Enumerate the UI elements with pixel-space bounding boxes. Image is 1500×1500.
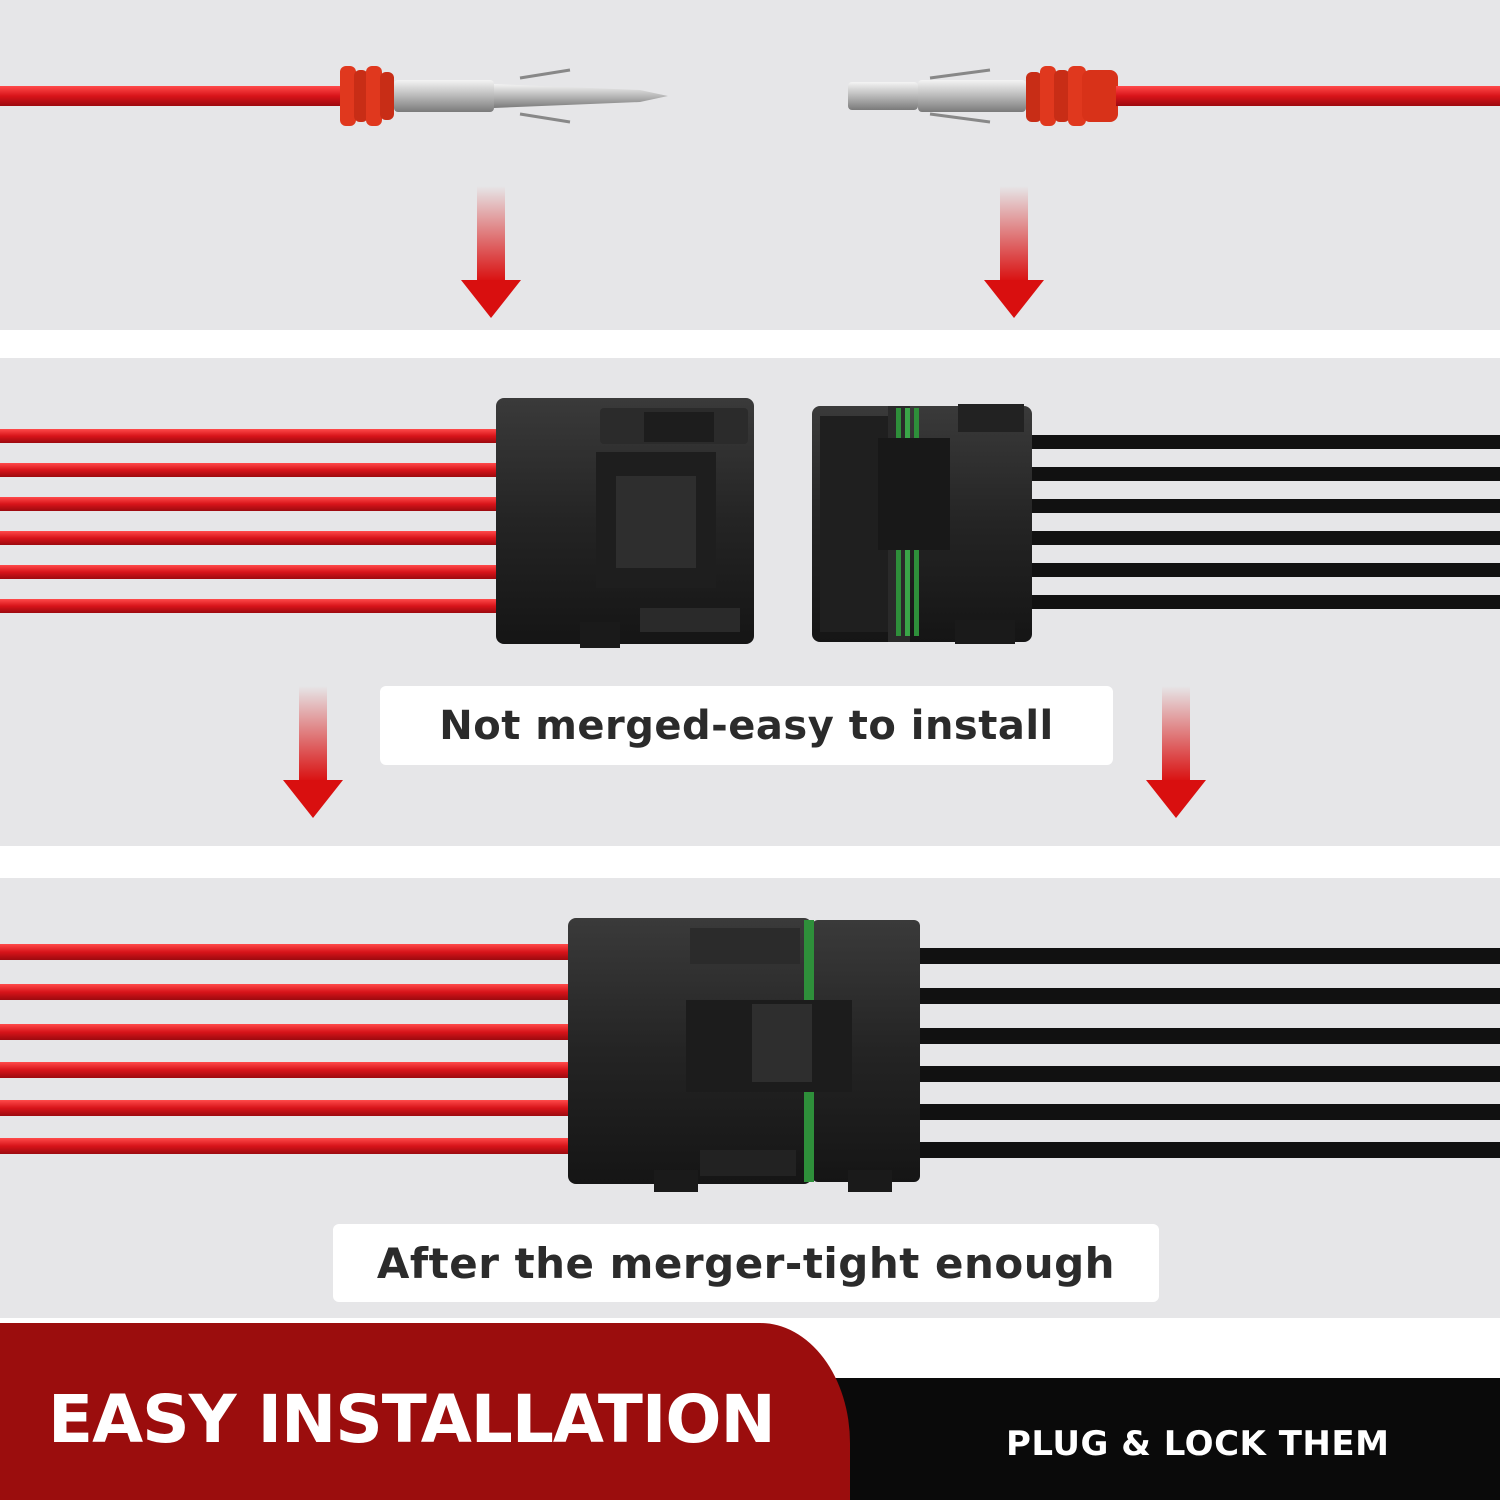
male-terminal [0,66,668,126]
metal-socket [848,68,1026,124]
down-arrow-icon [1146,686,1206,818]
red-wire [1116,86,1500,106]
red-wire-bundle [0,429,500,613]
male-connector-housing [496,398,754,648]
rubber-seal [1026,66,1118,126]
banner-red-tab: EASY INSTALLATION [0,1323,850,1500]
caption-not-merged: Not merged-easy to install [380,686,1113,765]
rubber-seal [340,66,394,126]
caption-merged: After the merger-tight enough [333,1224,1159,1302]
down-arrow-icon [283,686,343,818]
red-wire-bundle [0,944,576,1154]
red-wire [0,86,350,106]
banner-subtitle: PLUG & LOCK THEM [1006,1424,1390,1464]
female-connector-housing [812,404,1032,644]
caption-not-merged-text: Not merged-easy to install [439,702,1054,749]
terminal-panel [0,0,1500,330]
black-wire-bundle [1026,435,1500,609]
caption-merged-text: After the merger-tight enough [376,1238,1116,1288]
down-arrow-icon [461,186,521,318]
banner-title: EASY INSTALLATION [48,1381,776,1458]
down-arrow-icon [984,186,1044,318]
female-terminal [848,66,1500,126]
mated-connector-housing [568,918,920,1192]
metal-pin [394,68,668,124]
black-wire-bundle [910,948,1500,1158]
